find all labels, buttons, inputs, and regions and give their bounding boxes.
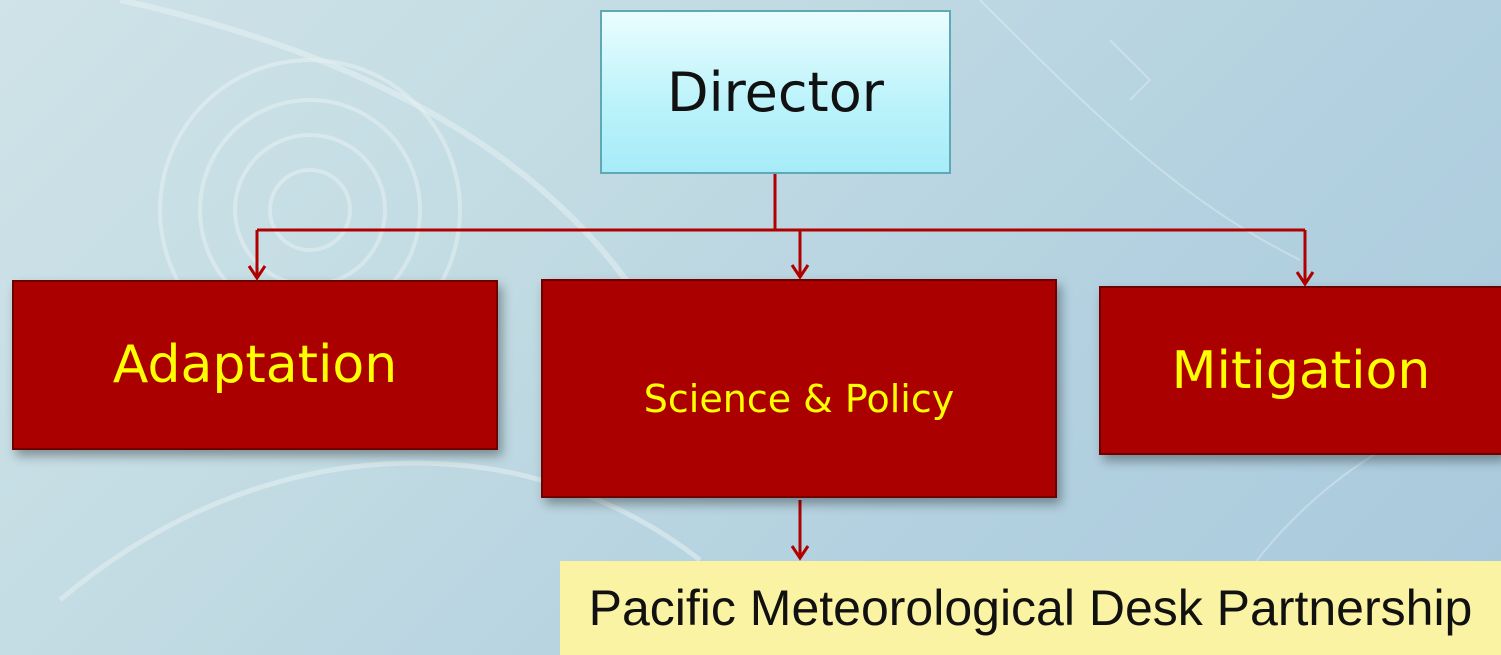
mitigation-box: Mitigation — [1099, 286, 1501, 455]
mitigation-label: Mitigation — [1171, 340, 1431, 401]
science-policy-box: Science & Policy — [541, 279, 1057, 498]
partnership-box: Pacific Meteorological Desk Partnership — [560, 561, 1501, 655]
director-label: Director — [667, 60, 884, 124]
partnership-label: Pacific Meteorological Desk Partnership — [588, 580, 1473, 636]
science-policy-label: Science & Policy — [643, 376, 955, 421]
adaptation-box: Adaptation — [12, 280, 498, 450]
adaptation-label: Adaptation — [112, 335, 398, 395]
director-box: Director — [600, 10, 951, 174]
